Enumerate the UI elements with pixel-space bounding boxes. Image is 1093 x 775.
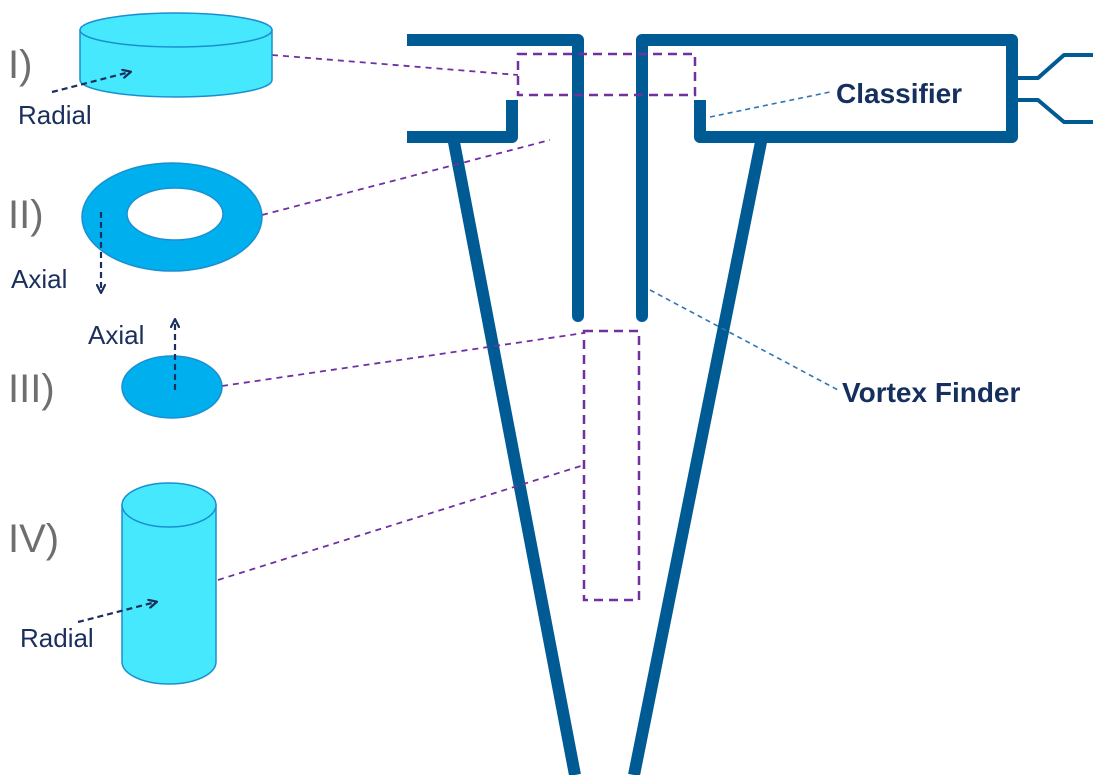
cone-right-wall (628, 135, 768, 775)
classifier-label: Classifier (836, 78, 962, 109)
region-iii-iv-box (582, 329, 641, 602)
region-iv-cylinder (121, 482, 217, 685)
region-i-numeral: I) (8, 43, 32, 87)
classifier-housing (642, 34, 1018, 143)
region-ii-flow-label: Axial (11, 264, 67, 294)
region-i-cylinder-body (79, 29, 273, 98)
callout-leader-lines (649, 91, 839, 391)
vortex-finder-label: Vortex Finder (842, 377, 1021, 408)
upper-outlet-pipe (1016, 53, 1093, 80)
region-iv-numeral: IV) (8, 517, 59, 561)
region-i-radial-arrow (51, 72, 130, 94)
cone-left-wall (447, 135, 581, 775)
region-iv-cylinder-top (121, 482, 217, 528)
region-ii-annulus-hole (126, 187, 224, 241)
leader-line-iii (221, 332, 585, 387)
leader-line-ii (261, 139, 551, 216)
leader-line-iv (217, 464, 585, 581)
classifier-leader-line (709, 91, 831, 118)
region-i-box (516, 52, 697, 97)
region-iv-cylinder-body (121, 504, 217, 685)
region-i-flow-label: Radial (18, 100, 92, 130)
cyclone-body (407, 34, 1093, 775)
left-inlet-wall (407, 34, 584, 310)
region-i-cylinder (79, 12, 273, 98)
region-ii-numeral: II) (8, 193, 44, 237)
region-iii-flow-label: Axial (88, 320, 144, 350)
leader-line-i (271, 54, 519, 76)
lower-outlet-pipe (1016, 98, 1093, 124)
dashed-regions (516, 52, 697, 602)
region-iii-disc (121, 355, 223, 419)
vortex-finder-leader-line (649, 289, 839, 391)
region-iv-radial-arrow (77, 602, 156, 624)
region-leader-lines (217, 54, 585, 581)
region-iv-flow-label: Radial (20, 623, 94, 653)
region-i-cylinder-top (79, 12, 273, 48)
region-ii-annulus (81, 162, 263, 272)
left-chamber-bottom (407, 100, 518, 143)
region-iii-numeral: III) (8, 367, 55, 411)
